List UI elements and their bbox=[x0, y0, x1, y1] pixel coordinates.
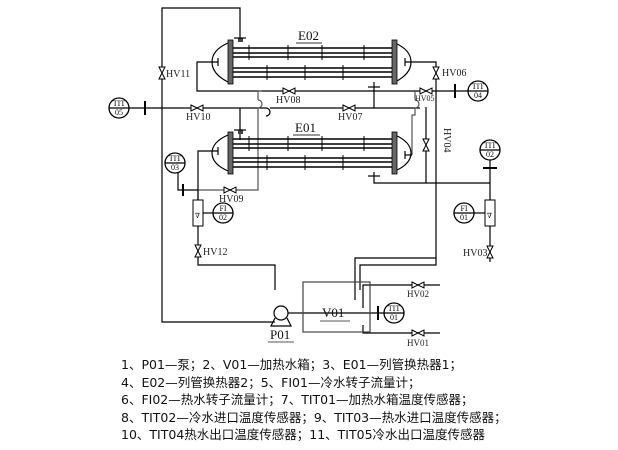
instrument-fi02[interactable]: FI 02 bbox=[212, 202, 234, 224]
svg-text:TIT: TIT bbox=[472, 82, 485, 91]
svg-text:HV07: HV07 bbox=[338, 112, 362, 123]
svg-text:HV05: HV05 bbox=[415, 94, 435, 103]
valve-hv05[interactable]: HV05 bbox=[415, 87, 435, 103]
valve-hv10[interactable]: HV10 bbox=[186, 104, 210, 123]
instrument-tit03[interactable]: TIT 03 bbox=[164, 152, 186, 174]
svg-text:HV08: HV08 bbox=[276, 95, 300, 106]
svg-text:01: 01 bbox=[460, 213, 468, 222]
rotameter-fi01-body: ∇ bbox=[474, 199, 496, 227]
svg-text:∇: ∇ bbox=[195, 212, 200, 220]
heat-exchanger-e01: E01 bbox=[211, 120, 412, 177]
svg-text:02: 02 bbox=[486, 150, 494, 159]
svg-text:TIT: TIT bbox=[169, 154, 182, 163]
svg-text:04: 04 bbox=[474, 91, 482, 100]
valve-hv07[interactable]: HV07 bbox=[338, 104, 362, 123]
valve-hv12[interactable]: HV12 bbox=[194, 244, 227, 258]
v01-label: V01 bbox=[322, 305, 344, 320]
valve-hv06[interactable]: HV06 bbox=[432, 66, 466, 80]
legend-line: 1、P01—泵；2、V01—加热水箱；3、E01—列管换热器1； bbox=[121, 357, 463, 372]
legend-line: 6、FI02—热水转子流量计；7、TIT01—加热水箱温度传感器； bbox=[121, 392, 474, 408]
valve-hv02[interactable]: HV02 bbox=[407, 281, 429, 299]
instrument-tit02[interactable]: TIT 02 bbox=[479, 139, 501, 161]
p01-label: P01 bbox=[270, 327, 290, 342]
instrument-tit01[interactable]: TIT 01 bbox=[383, 302, 405, 324]
svg-text:FI: FI bbox=[460, 204, 467, 213]
pump-p01[interactable]: P01 bbox=[268, 305, 294, 343]
legend-line: 8、TIT02—冷水进口温度传感器；9、TIT03—热水进口温度传感器； bbox=[121, 409, 507, 425]
svg-text:TIT: TIT bbox=[113, 99, 126, 108]
svg-text:HV02: HV02 bbox=[407, 289, 429, 299]
svg-text:FI: FI bbox=[219, 204, 226, 213]
e02-label: E02 bbox=[298, 28, 319, 43]
rotameter-fi02-body: ∇ bbox=[192, 199, 214, 227]
valve-hv04[interactable]: HV04 bbox=[422, 128, 452, 152]
legend-line: 4、E02—列管换热器2；5、FI01—冷水转子流量计； bbox=[121, 374, 421, 390]
svg-text:HV11: HV11 bbox=[166, 69, 190, 80]
svg-text:HV01: HV01 bbox=[407, 338, 429, 348]
valve-hv09[interactable]: HV09 bbox=[219, 186, 243, 205]
instrument-tit05[interactable]: TIT 05 bbox=[108, 97, 130, 119]
valve-hv11[interactable]: HV11 bbox=[158, 66, 190, 80]
svg-text:HV06: HV06 bbox=[442, 68, 466, 79]
legend: 1、P01—泵；2、V01—加热水箱；3、E01—列管换热器1； 4、E02—列… bbox=[121, 356, 507, 444]
svg-text:∇: ∇ bbox=[487, 212, 492, 220]
legend-line: 10、TIT04热水出口温度传感器；11、TIT05冷水出口温度传感器 bbox=[121, 427, 486, 443]
svg-text:01: 01 bbox=[390, 313, 398, 322]
svg-text:HV04: HV04 bbox=[441, 128, 452, 152]
svg-text:TIT: TIT bbox=[388, 304, 401, 313]
svg-text:02: 02 bbox=[219, 213, 227, 222]
heat-exchanger-e02: E02 bbox=[211, 28, 412, 88]
e01-label: E01 bbox=[295, 120, 316, 135]
svg-text:TIT: TIT bbox=[484, 141, 497, 150]
instrument-tit04[interactable]: TIT 04 bbox=[467, 80, 489, 102]
svg-text:05: 05 bbox=[115, 108, 123, 117]
svg-text:HV10: HV10 bbox=[186, 112, 210, 123]
instrument-fi01[interactable]: FI 01 bbox=[453, 202, 475, 224]
svg-text:HV12: HV12 bbox=[203, 247, 227, 258]
valve-hv01[interactable]: HV01 bbox=[407, 329, 429, 348]
svg-text:HV09: HV09 bbox=[219, 194, 243, 205]
svg-text:03: 03 bbox=[171, 163, 179, 172]
valve-hv03[interactable]: HV03 bbox=[463, 245, 494, 259]
svg-text:HV03: HV03 bbox=[463, 248, 487, 259]
valve-hv08[interactable]: HV08 bbox=[276, 87, 300, 106]
tank-v01[interactable]: V01 bbox=[302, 281, 371, 333]
